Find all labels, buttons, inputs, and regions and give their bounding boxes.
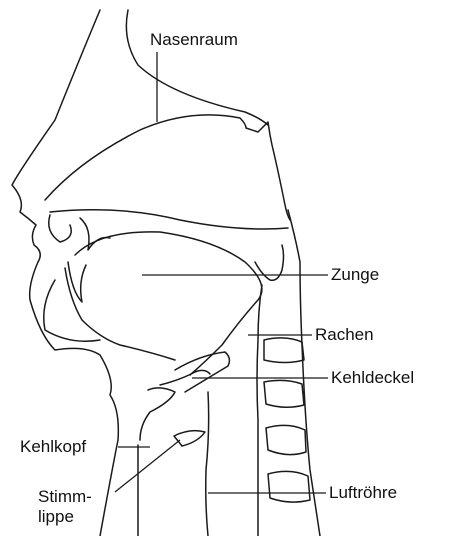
epiglottis-outline — [175, 352, 229, 392]
label-stimmlippe-line2: lippe — [38, 507, 92, 527]
upper-lip-curl — [49, 215, 72, 242]
vertebra-2 — [264, 380, 304, 407]
larynx-outline — [140, 388, 175, 440]
leader-stimmlippe — [115, 440, 180, 492]
trachea-back — [206, 392, 209, 536]
vertebra-4 — [268, 471, 310, 502]
pharynx-front-wall — [257, 285, 262, 536]
skull-outline — [126, 10, 268, 125]
label-stimmlippe: Stimm- lippe — [38, 487, 92, 527]
lower-jaw-outline — [44, 280, 100, 341]
tongue-outline — [75, 232, 262, 375]
nasal-cavity-outline — [45, 115, 290, 220]
label-luftroehre: Luftröhre — [329, 483, 397, 503]
pharynx-back-wall — [288, 210, 320, 536]
label-rachen: Rachen — [315, 325, 374, 345]
label-nasenraum: Nasenraum — [150, 30, 238, 50]
palate-curl — [80, 218, 110, 250]
label-zunge: Zunge — [331, 265, 379, 285]
vertebra-1 — [264, 338, 304, 363]
vocal-fold-shape — [174, 431, 205, 446]
vertebra-3 — [266, 425, 306, 454]
label-stimmlippe-line1: Stimm- — [38, 487, 92, 507]
label-kehlkopf: Kehlkopf — [20, 437, 86, 457]
label-kehldeckel: Kehldeckel — [331, 368, 414, 388]
